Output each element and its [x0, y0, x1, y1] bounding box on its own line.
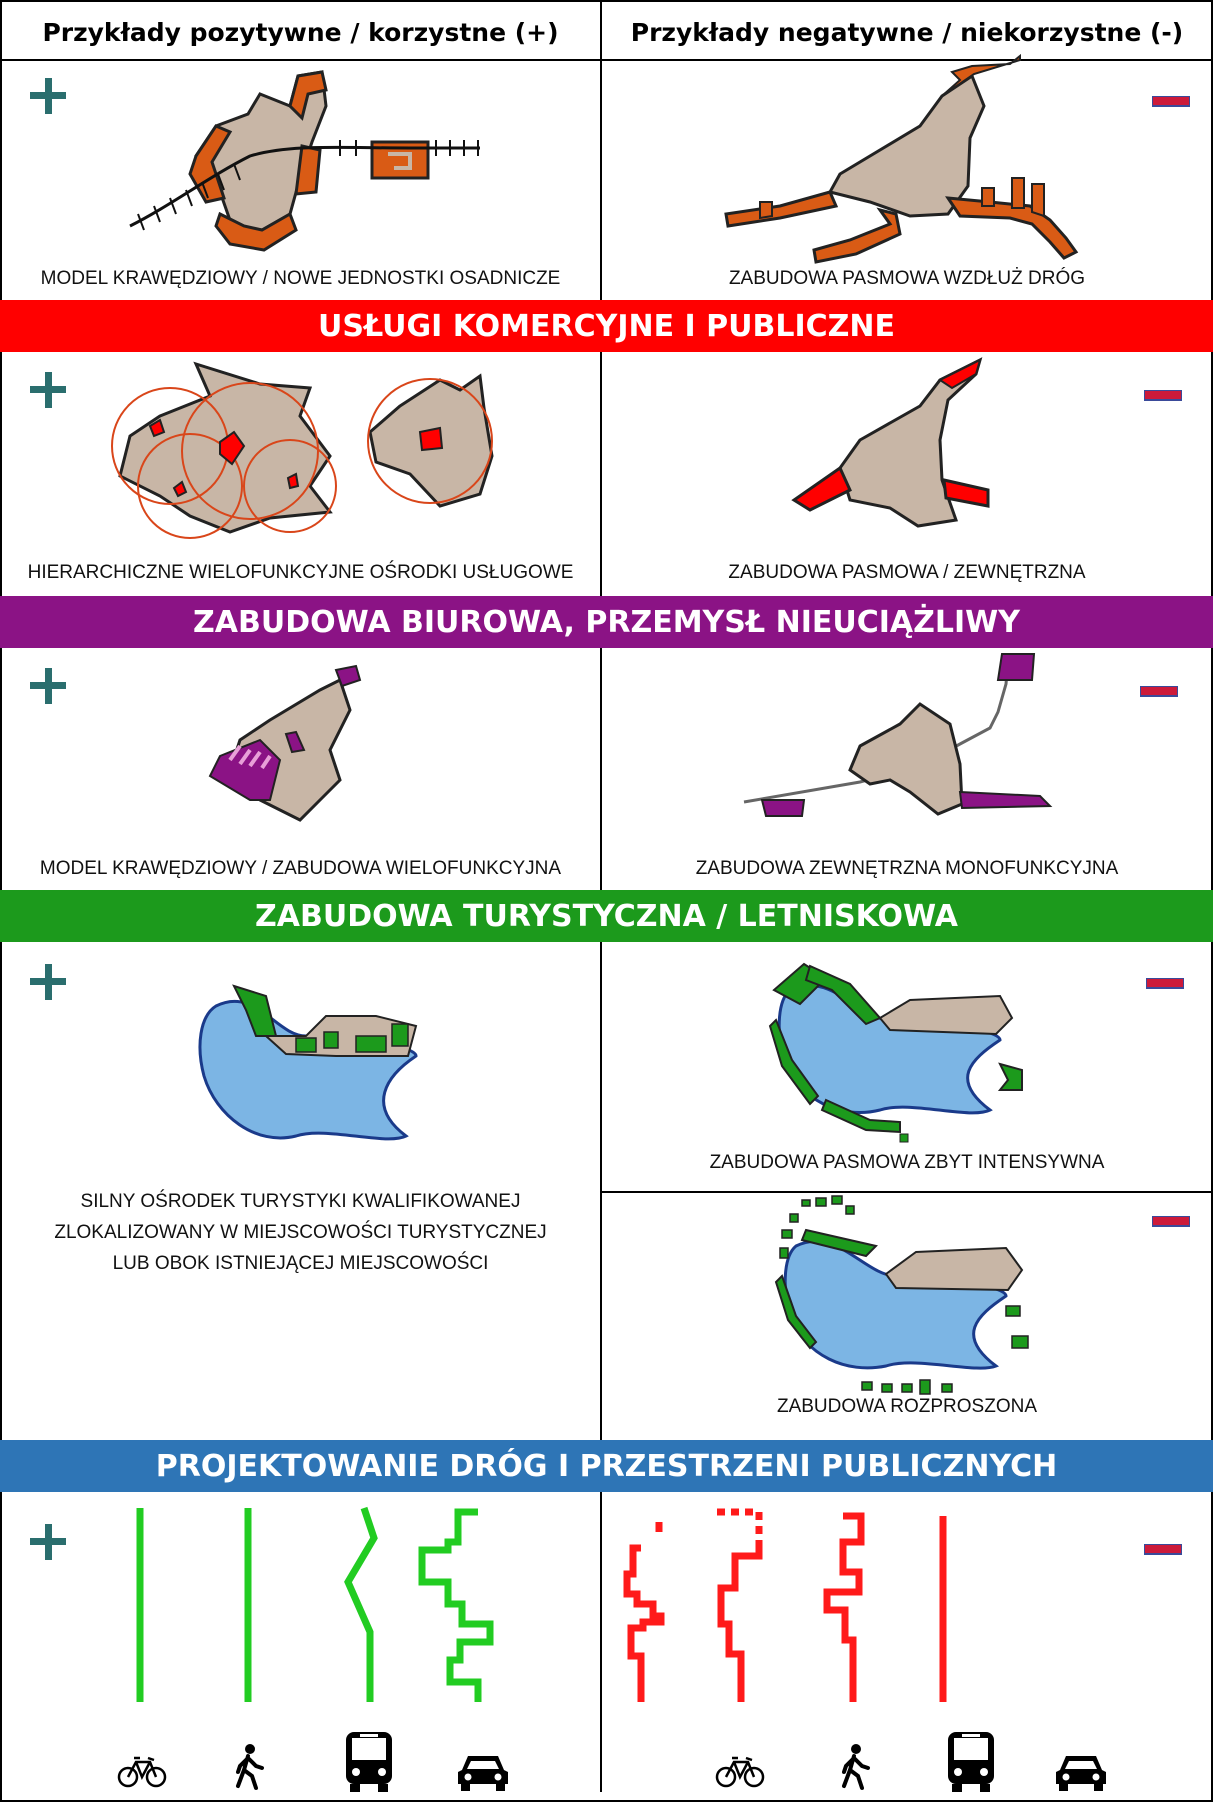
caption-line: LUB OBOK ISTNIEJĄCEJ MIEJSCOWOŚCI — [112, 1253, 489, 1274]
minus-icon — [1144, 390, 1182, 401]
bicycle-icon — [715, 1756, 765, 1788]
pedestrian-icon — [842, 1744, 870, 1790]
caption-edge-model-mixed-use: MODEL KRAWĘDZIOWY / ZABUDOWA WIELOFUNKCY… — [39, 858, 562, 879]
caption-strong-tourism-centre: SILNY OŚRODEK TURYSTYKI KWALIFIKOWANEJ Z… — [0, 1186, 601, 1279]
linear-external-services-illustration — [791, 357, 990, 528]
external-monofunctional-illustration — [743, 653, 1053, 817]
section-band-roads-public-space: PROJEKTOWANIE DRÓG I PRZESTRZENI PUBLICZ… — [0, 1440, 1213, 1492]
caption-linear-external-services: ZABUDOWA PASMOWA / ZEWNĘTRZNA — [728, 562, 1086, 583]
linear-road-development-illustration — [724, 53, 1079, 264]
edge-model-mixed-use-illustration — [208, 664, 362, 822]
bad-route-pedestrian — [717, 1508, 763, 1544]
minus-icon — [1144, 1544, 1182, 1555]
bad-route-bicycle — [623, 1522, 665, 1702]
good-route-patterns — [136, 1506, 494, 1702]
bad-route-patterns — [623, 1508, 947, 1702]
tourism-centre-illustration — [198, 984, 418, 1141]
minus-icon — [1152, 1216, 1190, 1227]
bus-icon — [948, 1732, 994, 1792]
plus-icon — [30, 78, 66, 114]
car-icon — [458, 1756, 508, 1791]
section-band-tourism: ZABUDOWA TURYSTYCZNA / LETNISKOWA — [0, 890, 1213, 942]
caption-external-monofunctional: ZABUDOWA ZEWNĘTRZNA MONOFUNKCYJNA — [695, 858, 1119, 879]
pedestrian-icon — [236, 1744, 264, 1790]
car-icon — [1056, 1756, 1106, 1791]
caption-hierarchical-service-centres: HIERARCHICZNE WIELOFUNKCYJNE OŚRODKI USŁ… — [27, 562, 574, 583]
minus-icon — [1152, 96, 1190, 107]
plus-icon — [30, 1524, 66, 1560]
good-route-bus — [344, 1506, 378, 1702]
edge-model-settlement-illustration — [129, 70, 480, 252]
positive-column-header: Przykłady pozytywne / korzystne (+) — [42, 18, 559, 47]
caption-scattered-tourism: ZABUDOWA ROZPROSZONA — [776, 1396, 1038, 1417]
caption-line: ZLOKALIZOWANY W MIEJSCOWOŚCI TURYSTYCZNE… — [54, 1222, 547, 1243]
caption-edge-model-new-units: MODEL KRAWĘDZIOWY / NOWE JEDNOSTKI OSADN… — [40, 268, 561, 289]
bad-route-pedestrian-solid — [717, 1544, 763, 1702]
caption-linear-tourism-overdevelopment: ZABUDOWA PASMOWA ZBYT INTENSYWNA — [709, 1152, 1105, 1173]
scattered-tourism-illustration — [774, 1195, 1029, 1395]
bus-icon — [346, 1732, 392, 1792]
plus-icon — [30, 668, 66, 704]
hierarchical-service-centres-illustration — [111, 361, 494, 539]
bad-route-bus — [823, 1512, 865, 1702]
caption-linear-road-development: ZABUDOWA PASMOWA WZDŁUŻ DRÓG — [728, 268, 1086, 289]
good-route-car — [418, 1508, 494, 1702]
linear-tourism-overdevelopment-illustration — [768, 962, 1023, 1143]
plus-icon — [30, 964, 66, 1000]
plus-icon — [30, 372, 66, 408]
section-band-office-industry: ZABUDOWA BIUROWA, PRZEMYSŁ NIEUCIĄŻLIWY — [0, 596, 1213, 648]
caption-line: SILNY OŚRODEK TURYSTYKI KWALIFIKOWANEJ — [80, 1191, 521, 1212]
bicycle-icon — [117, 1756, 167, 1788]
minus-icon — [1140, 686, 1178, 697]
negative-column-header: Przykłady negatywne / niekorzystne (-) — [630, 18, 1184, 47]
minus-icon — [1146, 978, 1184, 989]
section-band-commercial-services: USŁUGI KOMERCYJNE I PUBLICZNE — [0, 300, 1213, 352]
